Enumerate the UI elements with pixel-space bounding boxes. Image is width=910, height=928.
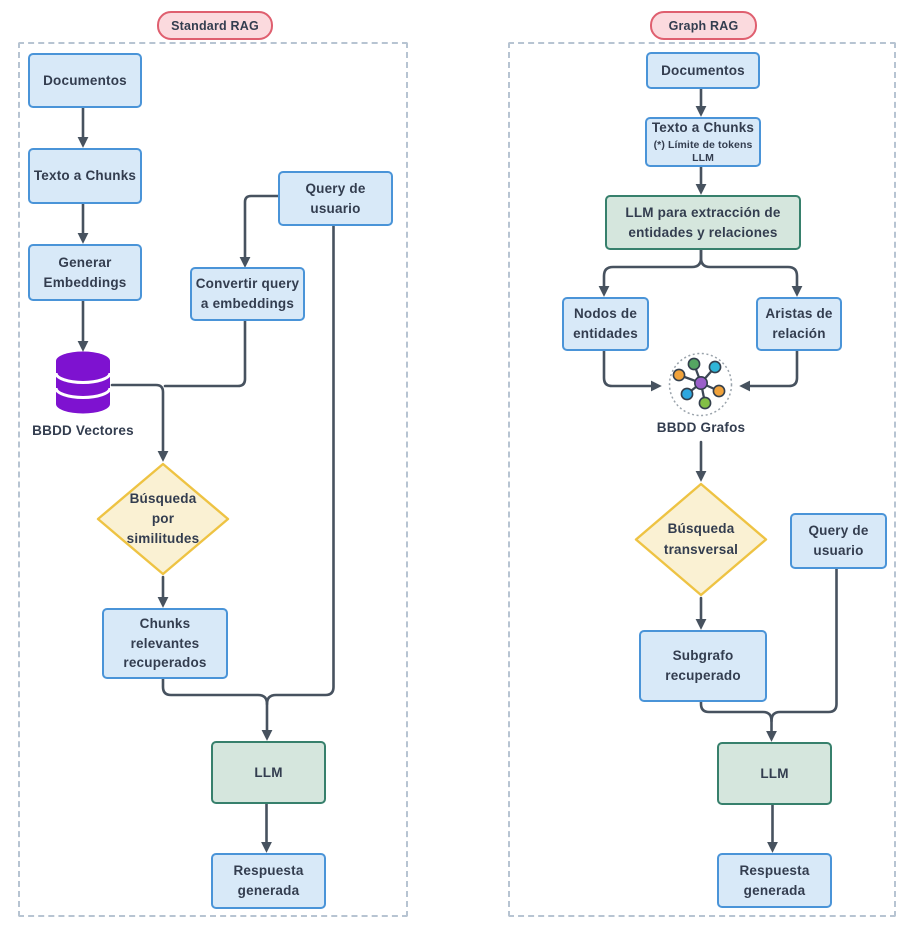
node-label: Nodos de entidades: [573, 306, 638, 341]
standard-rag-badge: Standard RAG: [157, 11, 273, 40]
bbdd-grafos-caption: BBDD Grafos: [646, 420, 756, 435]
node-label: Aristas de relación: [765, 306, 833, 341]
node-label: Documentos: [43, 72, 127, 88]
node-respuesta-right: Respuesta generada: [717, 853, 832, 908]
node-documentos-left: Documentos: [28, 53, 142, 108]
node-documentos-right: Documentos: [646, 52, 760, 89]
node-label: Generar Embeddings: [43, 254, 127, 290]
node-label: Convertir query a embeddings: [195, 276, 300, 311]
node-llm-right: LLM: [717, 742, 832, 805]
arrow-extraccion-to-aristas: [699, 245, 803, 297]
decision-busqueda-similitudes: Búsqueda por similitudes: [96, 462, 230, 576]
arrow-nodos-to-grafo: [602, 346, 662, 392]
node-subgrafo: Subgrafo recuperado: [639, 630, 767, 702]
arrow-extraccion-to-nodos: [598, 245, 703, 297]
node-aristas-relacion: Aristas de relación: [756, 297, 842, 351]
node-llm-extraccion: LLM para extracción de entidades y relac…: [605, 195, 801, 250]
arrow-chunks-to-llm: [161, 674, 273, 741]
node-nodos-entidades: Nodos de entidades: [562, 297, 649, 351]
line-query-to-llm-merge-left: [265, 221, 335, 706]
node-label: Documentos: [661, 62, 745, 78]
standard-rag-container: [18, 42, 408, 917]
node-query-usuario-left: Query de usuario: [278, 171, 393, 226]
line-query-to-llm-merge-right: [770, 564, 838, 723]
node-convertir-query: Convertir query a embeddings: [190, 267, 305, 321]
node-sublabel: (*) Límite de tokens LLM: [653, 138, 753, 165]
node-label: Respuesta generada: [233, 863, 304, 898]
node-label: Chunks relevantes recuperados: [123, 616, 207, 671]
node-generar-embeddings: Generar Embeddings: [28, 244, 142, 301]
graph-rag-badge: Graph RAG: [650, 11, 757, 40]
arrow-subgrafo-to-llm: [699, 697, 777, 742]
node-label: Subgrafo recuperado: [665, 648, 741, 683]
decision-label: Búsqueda por similitudes: [126, 490, 200, 547]
arrow-query-to-convertir: [239, 194, 280, 268]
decision-busqueda-transversal: Búsqueda transversal: [634, 482, 768, 597]
caption-label: BBDD Grafos: [656, 420, 746, 435]
node-llm-left: LLM: [211, 741, 326, 804]
node-label: Respuesta generada: [739, 862, 810, 898]
node-label: Texto a Chunks: [651, 120, 755, 136]
graph-network-icon: [667, 351, 734, 418]
node-label: LLM: [760, 765, 789, 781]
node-texto-chunks-right: Texto a Chunks (*) Límite de tokens LLM: [645, 117, 761, 167]
node-label: Texto a Chunks: [33, 168, 137, 184]
graph-rag-badge-label: Graph RAG: [668, 18, 739, 33]
node-texto-chunks-left: Texto a Chunks: [28, 148, 142, 204]
caption-label: BBDD Vectores: [32, 423, 134, 438]
database-cylinder-icon: [54, 351, 112, 415]
node-chunks-relevantes: Chunks relevantes recuperados: [102, 608, 228, 679]
graph-rag-container: [508, 42, 896, 917]
line-bbdd-to-busqueda: [110, 383, 169, 462]
node-label: Query de usuario: [305, 180, 366, 216]
node-query-usuario-right: Query de usuario: [790, 513, 887, 569]
node-label: Query de usuario: [808, 523, 869, 558]
decision-label: Búsqueda transversal: [663, 521, 739, 557]
arrow-aristas-to-grafo: [739, 346, 799, 392]
bbdd-vectores-caption: BBDD Vectores: [23, 423, 143, 438]
standard-rag-badge-label: Standard RAG: [171, 18, 259, 33]
node-label: LLM para extracción de entidades y relac…: [625, 204, 781, 240]
node-respuesta-left: Respuesta generada: [211, 853, 326, 909]
line-convertir-to-merge: [163, 316, 247, 388]
node-label: LLM: [254, 764, 283, 780]
